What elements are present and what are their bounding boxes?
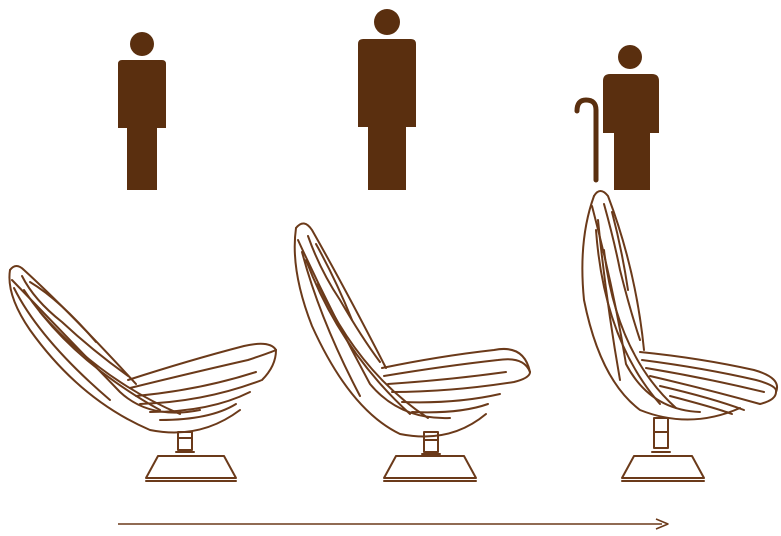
chair-mid-recline [295, 223, 530, 481]
short-person-icon [118, 32, 166, 190]
tall-person-icon [358, 9, 416, 190]
progression-arrow [118, 519, 668, 529]
chair-low-recline [9, 266, 276, 481]
chair-upright-high [582, 191, 777, 481]
elderly-person-icon [603, 45, 659, 190]
cane-icon [577, 100, 596, 180]
